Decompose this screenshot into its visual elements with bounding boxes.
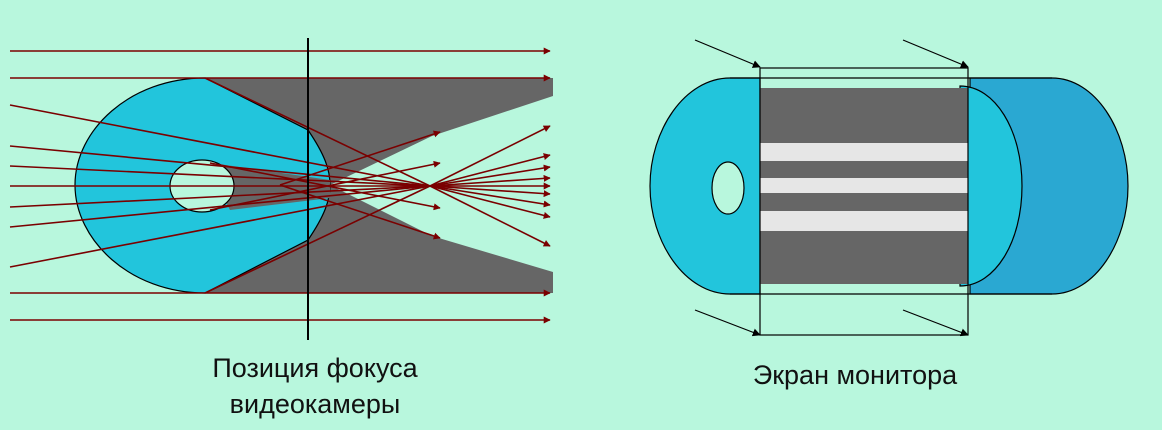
front-hole xyxy=(711,161,745,215)
right-panel xyxy=(649,39,1129,337)
parallel-rays xyxy=(10,47,551,324)
pointer-arrow xyxy=(902,39,969,68)
cylinder-front xyxy=(649,77,761,295)
caption-line: Экран монитора xyxy=(752,360,958,390)
caption-monitor-screen: Экран монитора xyxy=(700,357,1010,393)
caption-line: видеокамеры xyxy=(229,389,401,419)
bright-stripe xyxy=(760,143,968,161)
pointer-arrow xyxy=(902,309,969,337)
bright-stripe xyxy=(760,211,968,231)
light-cone-shadow xyxy=(205,78,553,293)
left-panel xyxy=(9,38,553,340)
converging-rays xyxy=(9,77,551,294)
screen-frame xyxy=(759,67,969,336)
cylinder-inner-face xyxy=(959,85,1023,287)
caption-camera-focus: Позиция фокуса видеокамеры xyxy=(150,350,480,422)
pointer-arrow xyxy=(694,309,761,337)
pointer-arrow xyxy=(694,39,761,68)
bright-stripe xyxy=(760,178,968,193)
pointer-arrows xyxy=(694,39,969,337)
caption-line: Позиция фокуса xyxy=(212,353,418,383)
